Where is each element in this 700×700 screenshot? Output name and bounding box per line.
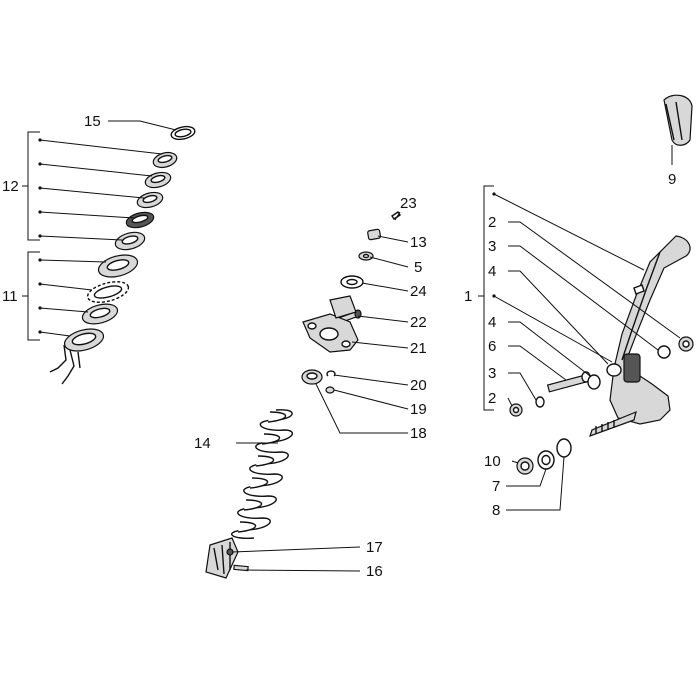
part-3-ring-top — [657, 345, 671, 359]
label-21: 21 — [410, 340, 427, 357]
bracket-1 — [478, 185, 645, 411]
part-13-nut — [367, 228, 382, 241]
label-9: 9 — [668, 171, 676, 188]
part-23-pin — [391, 211, 401, 220]
part-10-nut — [516, 457, 534, 475]
part-21-bracket — [302, 295, 359, 353]
label-23: 23 — [400, 195, 417, 212]
label-6: 6 — [488, 338, 496, 355]
label-2-top: 2 — [488, 214, 496, 231]
part-16-17-spring-base — [205, 537, 249, 579]
label-14: 14 — [194, 435, 211, 452]
label-3-bottom: 3 — [488, 365, 496, 382]
part-8-oring — [556, 438, 572, 458]
label-17: 17 — [366, 539, 383, 556]
label-8: 8 — [492, 502, 500, 519]
label-11: 11 — [2, 288, 18, 305]
label-2-bottom: 2 — [488, 390, 496, 407]
label-18: 18 — [410, 425, 427, 442]
part-1-swing-arm — [589, 235, 691, 437]
part-3-ring-bottom — [535, 396, 545, 408]
label-4-bottom: 4 — [488, 314, 496, 331]
label-7: 7 — [492, 478, 500, 495]
suspension-mount-hardware — [301, 211, 401, 394]
part-11-bearing-set — [49, 254, 139, 385]
part-20-clip — [326, 370, 336, 377]
label-4-top: 4 — [488, 263, 496, 280]
part-18-bushing — [301, 369, 323, 385]
label-19: 19 — [410, 401, 427, 418]
part-4-ring — [587, 374, 601, 390]
right-small-parts — [509, 336, 694, 475]
part-14-spring — [230, 409, 293, 540]
label-3-top: 3 — [488, 238, 496, 255]
part-19-washer — [325, 386, 335, 394]
label-22: 22 — [410, 314, 427, 331]
label-12: 12 — [2, 178, 19, 195]
label-1: 1 — [464, 288, 472, 305]
label-16: 16 — [366, 563, 383, 580]
callout-labels: 15 12 11 14 23 13 5 24 22 21 20 19 18 17… — [2, 113, 676, 580]
label-24: 24 — [410, 283, 427, 300]
part-7-washer — [537, 450, 555, 470]
label-10: 10 — [484, 453, 501, 470]
leader-lines — [108, 120, 681, 572]
label-5: 5 — [414, 259, 422, 276]
bracket-11 — [22, 251, 107, 341]
label-20: 20 — [410, 377, 427, 394]
part-9-pad — [663, 94, 693, 146]
part-6-pin — [546, 371, 591, 393]
part-12-ring-nut-set — [114, 151, 178, 251]
label-13: 13 — [410, 234, 427, 251]
label-15: 15 — [84, 113, 101, 130]
steering-bearing-assembly — [49, 125, 196, 385]
bracket-12 — [22, 131, 163, 241]
